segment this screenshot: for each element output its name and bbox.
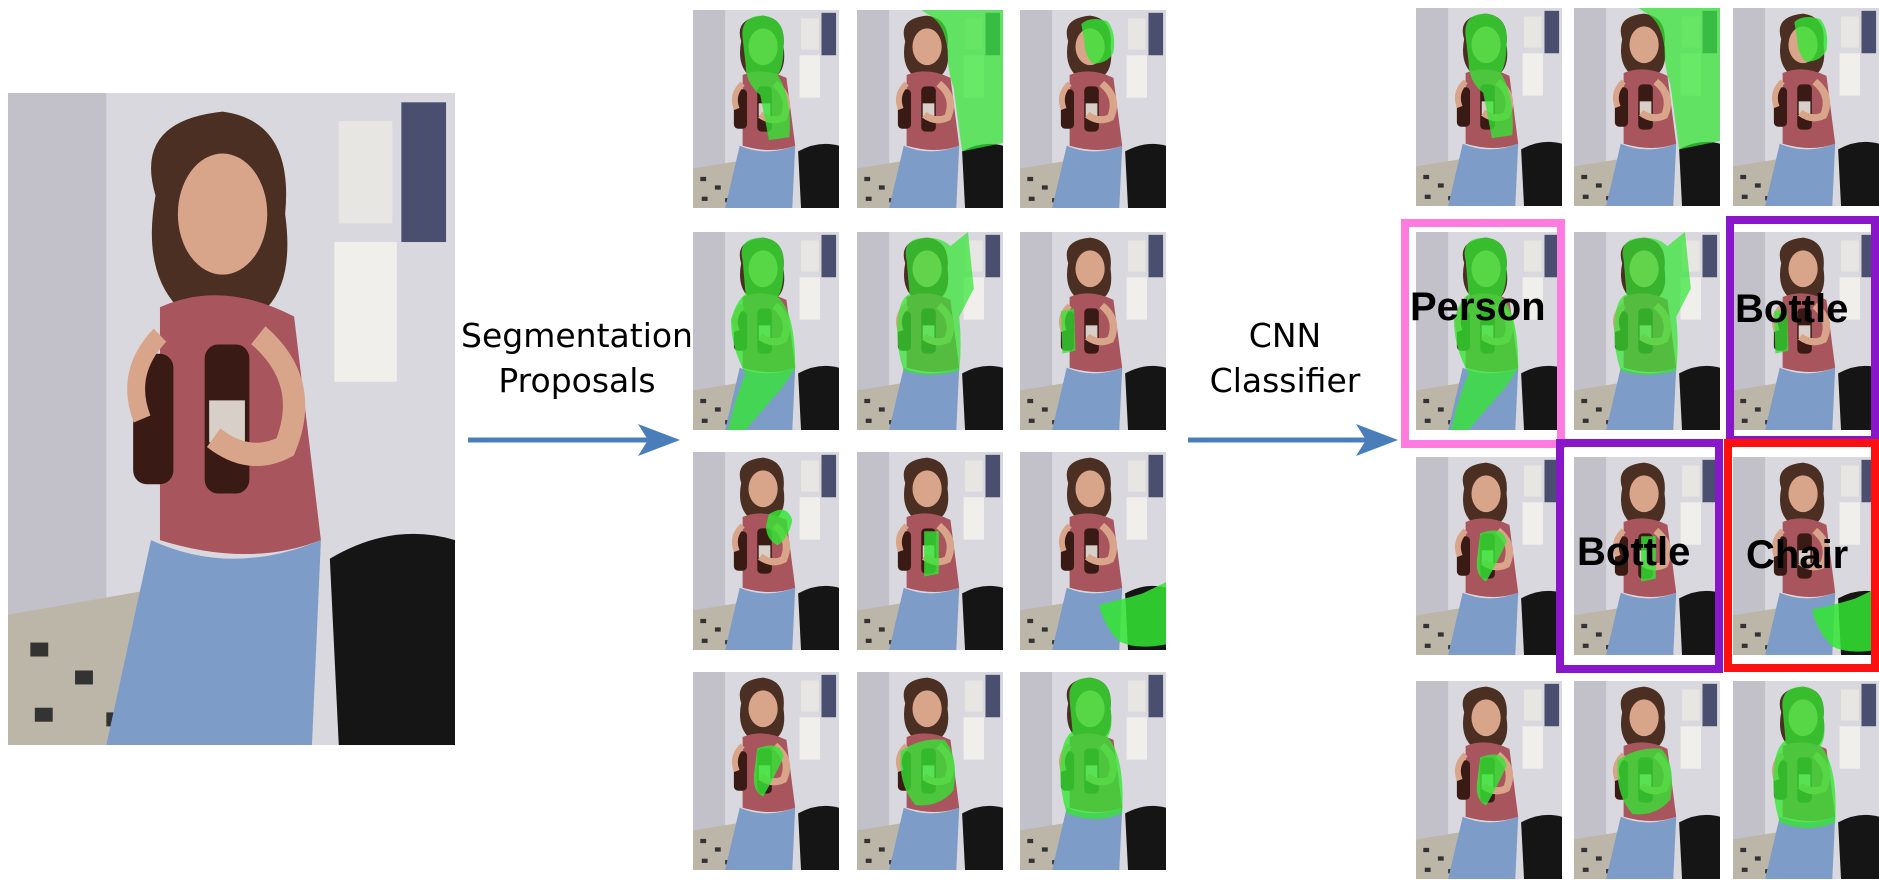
proposal-thumbnail [1020, 672, 1166, 870]
classified-thumbnail [1733, 457, 1879, 655]
chair-detection-box [1724, 439, 1879, 672]
classified-thumbnail [1574, 457, 1720, 655]
classified-thumbnail [1574, 8, 1720, 206]
arrow-to-proposals [468, 424, 680, 456]
chair-detection-label: Chair [1746, 533, 1849, 577]
cnn-classifier-label: CNN Classifier [1190, 313, 1380, 403]
classified-thumbnail [1574, 232, 1720, 430]
person-detection-box [1401, 219, 1565, 448]
classified-thumbnail [1416, 457, 1562, 655]
proposal-thumbnail [693, 672, 839, 870]
proposal-thumbnail [1020, 10, 1166, 208]
proposal-thumbnail [857, 452, 1003, 650]
classified-thumbnail [1733, 232, 1879, 430]
proposal-thumbnail [693, 452, 839, 650]
proposal-thumbnail [857, 672, 1003, 870]
proposal-thumbnail [1020, 232, 1166, 430]
classified-thumbnail [1416, 8, 1562, 206]
proposal-thumbnail [693, 10, 839, 208]
proposal-thumbnail [693, 232, 839, 430]
proposal-thumbnail [1020, 452, 1166, 650]
bottle-detection-label-top: Bottle [1735, 287, 1849, 331]
classified-thumbnail [1416, 681, 1562, 879]
bottle-detection-label-mid: Bottle [1577, 530, 1691, 574]
input-photo [8, 93, 455, 745]
bottle-detection-box-mid [1556, 439, 1723, 673]
classified-thumbnail [1574, 681, 1720, 879]
segmentation-proposals-label: Segmentation Proposals [456, 313, 698, 403]
cnn-classifier-line1: CNN [1248, 316, 1322, 355]
segmentation-proposals-line1: Segmentation [461, 316, 693, 355]
classified-thumbnail [1733, 681, 1879, 879]
classified-thumbnail [1416, 232, 1562, 430]
cnn-classifier-line2: Classifier [1209, 361, 1361, 400]
arrow-to-classified [1188, 424, 1398, 456]
proposal-thumbnail [857, 232, 1003, 430]
classified-thumbnail [1733, 8, 1879, 206]
proposal-thumbnail [857, 10, 1003, 208]
person-detection-label: Person [1410, 285, 1546, 329]
segmentation-proposals-line2: Proposals [498, 361, 656, 400]
